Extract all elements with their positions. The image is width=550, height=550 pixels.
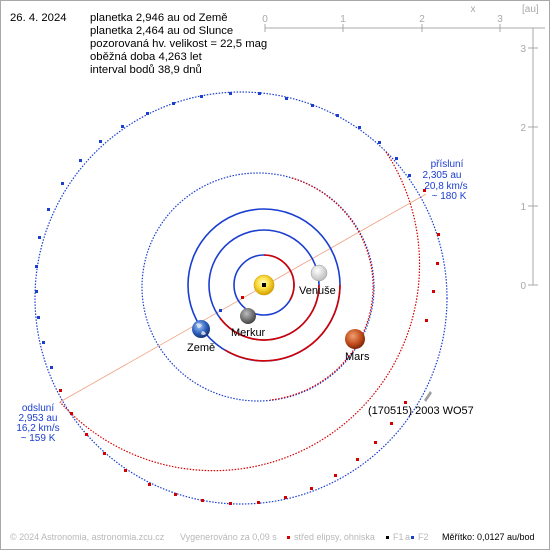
legend-center-marker	[287, 536, 290, 539]
earth-label: Země	[187, 342, 215, 354]
perihelion-info: přísluní 2,305 au 20,8 km/s ~ 180 K	[423, 159, 468, 202]
asteroid-orbit-red-points	[59, 189, 440, 505]
x-axis-label: x	[471, 4, 476, 15]
mercury-orbit-red	[263, 254, 295, 301]
x-axis: 0 1 2 3 x [au]	[262, 4, 545, 32]
mars-orbit-red	[269, 177, 374, 401]
aphelion-speed: 16,2 km/s	[16, 423, 59, 434]
perihelion-speed: 20,8 km/s	[424, 181, 467, 192]
aphelion-distance: 2,953 au	[19, 413, 58, 424]
x-tick-0: 0	[262, 14, 268, 25]
legend-f2-marker	[411, 536, 414, 539]
perihelion-distance: 2,305 au	[423, 170, 462, 181]
unit-label: [au]	[522, 4, 539, 15]
info-panel: planetka 2,946 au od Země planetka 2,464…	[90, 12, 267, 77]
mars-orbit	[141, 172, 375, 402]
y-tick-3: 3	[520, 44, 526, 55]
info-point-interval: interval bodů 38,9 dnů	[90, 64, 202, 76]
info-sun-distance: planetka 2,464 au od Slunce	[90, 25, 234, 37]
observation-date: 26. 4. 2024	[10, 12, 67, 24]
venus-label: Venuše	[299, 285, 336, 297]
asteroid-label: (170515) 2003 WO57	[368, 405, 474, 417]
aphelion-info: odsluní 2,953 au 16,2 km/s ~ 159 K	[16, 403, 59, 444]
asteroid-orbit-points	[35, 92, 411, 369]
x-tick-2: 2	[419, 14, 425, 25]
y-tick-2: 2	[520, 123, 526, 134]
info-earth-distance: planetka 2,946 au od Země	[90, 12, 228, 24]
earth-orbit-red	[224, 284, 341, 362]
mercury	[240, 308, 256, 324]
mars	[345, 329, 365, 349]
x-tick-3: 3	[497, 14, 503, 25]
aphelion-temp: ~ 159 K	[21, 433, 56, 444]
focus-f2-marker	[219, 309, 222, 312]
ellipse-center-marker	[241, 296, 244, 299]
footer-generated: Vygenerováno za 0,09 s	[180, 532, 277, 542]
venus-orbit-red	[219, 284, 320, 341]
asteroid-orbit-red	[59, 151, 421, 472]
info-magnitude: pozorovaná hv. velikost = 22,5 mag	[90, 38, 268, 50]
perihelion-title: přísluní	[431, 159, 464, 170]
info-orbital-period: oběžná doba 4,263 let	[90, 51, 202, 63]
x-tick-1: 1	[340, 14, 346, 25]
legend-f1-marker	[386, 536, 389, 539]
earth	[192, 320, 210, 338]
y-axis: 3 2 1 0	[520, 28, 538, 292]
perihelion-temp: ~ 180 K	[432, 191, 467, 202]
footer-f2-label: F2	[418, 532, 429, 542]
footer-a-label: a	[405, 532, 411, 542]
footer-copyright: © 2024 Astronomia, astronomia.zcu.cz	[10, 532, 165, 542]
y-tick-1: 1	[520, 202, 526, 213]
footer-scale: Měřítko: 0,0127 au/bod	[442, 532, 535, 542]
footer-center-legend: střed elipsy, ohniska	[294, 532, 375, 542]
aphelion-title: odsluní	[22, 403, 54, 414]
asteroid-marker	[424, 391, 432, 402]
sun-center-marker	[262, 283, 266, 287]
venus	[310, 264, 328, 282]
mars-label: Mars	[345, 351, 370, 363]
footer-f1-label: F1	[393, 532, 404, 542]
earth-land	[196, 323, 206, 335]
mercury-label: Merkur	[231, 327, 266, 339]
asteroid-orbit	[34, 91, 448, 505]
y-tick-0: 0	[520, 281, 526, 292]
